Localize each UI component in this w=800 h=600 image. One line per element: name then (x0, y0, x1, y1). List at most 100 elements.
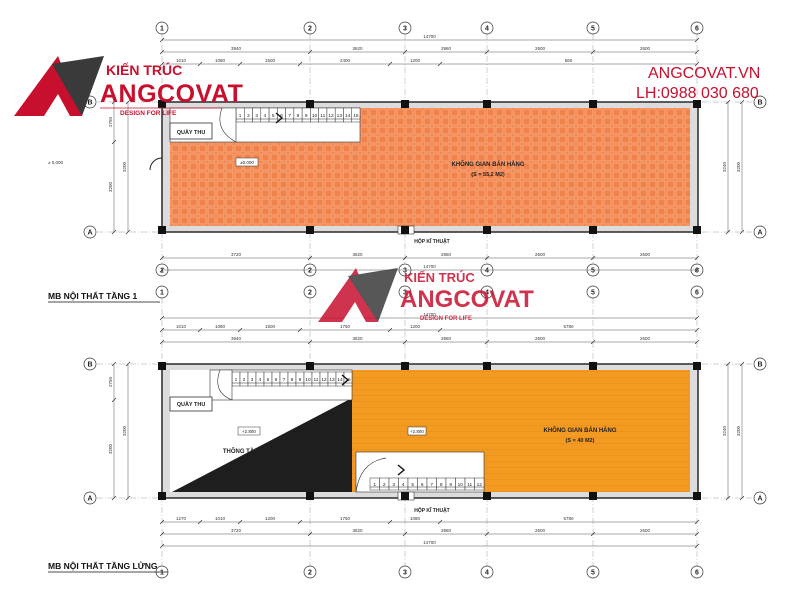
dim-side-right-p1-tick (725, 229, 731, 235)
grid-row-bubble-A (83, 225, 97, 239)
plan2-space-area: (S = 40 M2) (566, 438, 595, 444)
plan1-level-text: ±0.000 (240, 160, 254, 165)
dim-sub-p2-value: 1500 (265, 324, 276, 329)
dim-spans-mid-tick (307, 255, 313, 261)
dim-sub-top-tick (694, 61, 700, 67)
dim-sub-p2-bottom-value: 1750 (340, 516, 351, 521)
plan2-stair-step-number: 9 (299, 377, 302, 383)
dim-side-left-p2-tick (111, 361, 117, 367)
dim-sub-top-tick (197, 61, 203, 67)
plan2-stair-step-number: 10 (305, 377, 311, 383)
plan2-stair-step-number: 11 (314, 377, 319, 383)
dim-spans-p2-bottom-value: 2600 (640, 528, 651, 533)
dim-spans-top-value: 2960 (441, 46, 452, 51)
dim-spans-p2-bottom-value: 3620 (352, 528, 363, 533)
logo-mark-dark-icon (52, 56, 104, 116)
grid-bubble-3 (398, 21, 412, 35)
dim-sub-p2-value: 1080 (215, 324, 226, 329)
plan2-column (158, 492, 166, 500)
dim-spans-top-tick (694, 49, 700, 55)
plan2-stair2-step-number: 8 (440, 482, 443, 488)
plan1-column (401, 100, 409, 108)
grid-bubble-label-2: 2 (308, 268, 312, 275)
dim-spans-p2-tick (307, 339, 313, 345)
dim-sub-top-tick (297, 61, 303, 67)
plan2-stair2-step-number: 10 (458, 482, 464, 488)
plan1-stair-step-number: 1 (239, 113, 242, 119)
grid-bubble-4 (480, 21, 494, 35)
dim-spans-p2-value: 3620 (352, 336, 363, 341)
grid-bubble-label-5: 5 (591, 268, 595, 275)
dim-total-p2-tick (694, 315, 700, 321)
plan1-stair-step-number: 6 (280, 113, 283, 119)
dim-total-top-value: 14700 (423, 34, 436, 39)
grid-row-bubble-A (753, 225, 767, 239)
dim-spans-mid-tick (484, 255, 490, 261)
plan1-stair-step (351, 107, 361, 123)
dim-sub-p2-bottom-tick (197, 519, 203, 525)
dim-spans-p2-bottom-value: 2600 (535, 528, 546, 533)
plan1-stair-step-number: 4 (264, 113, 267, 119)
dim-side-right-p2-tick (725, 361, 731, 367)
grid-bubble-3 (398, 565, 412, 579)
grid-bubble-1 (155, 21, 169, 35)
plan1-columns (158, 100, 701, 234)
dim-sub-p2-value: 1750 (340, 324, 351, 329)
plan1-stair-step-number: 12 (328, 113, 334, 119)
dim-side-right-p2-total-tick (739, 495, 745, 501)
plan2-column (589, 492, 597, 500)
logo-mark-notch-icon (44, 94, 70, 116)
plan2-slab-edge (172, 398, 352, 492)
plan1-door-swing (149, 157, 163, 171)
plan1-tech-label: HỘP KĨ THUẬT (414, 237, 449, 245)
dim-side-right-p2-value: 3240 (722, 425, 727, 436)
plan2-stair-step-number: 2 (243, 377, 246, 383)
plan1-stair-step-number: 2 (247, 113, 250, 119)
grid-bubble-5 (586, 565, 600, 579)
dim-side-right-p1-total-tick (739, 99, 745, 105)
grid-row-bubble-B (83, 357, 97, 371)
dim-sub-p2-bottom-value: 1080 (410, 516, 421, 521)
dim-spans-mid-value: 3620 (352, 252, 363, 257)
grid-row-bubble-A (753, 491, 767, 505)
dim-total-mid-value: 14700 (423, 264, 436, 269)
dim-sub-p2-tick (297, 327, 303, 333)
dim-spans-p2-bottom-tick (590, 531, 596, 537)
grid-bubble-label-2: 2 (308, 290, 312, 297)
plan1-space-label: KHÔNG GIAN BÁN HÀNG (452, 160, 525, 168)
grid-bubble-label-4: 4 (485, 26, 489, 33)
dim-side-left-p2-value: 3200 (108, 443, 113, 454)
dim-spans-p2-value: 2600 (535, 336, 546, 341)
plan2-column (693, 362, 701, 370)
dim-sub-top-value: 2400 (340, 58, 351, 63)
grid-bubble-3 (398, 285, 412, 299)
grid-bubble-label-5: 5 (591, 570, 595, 577)
dim-side-right-p1-value: 3240 (722, 161, 727, 172)
plan2-stair-step-number: 4 (259, 377, 262, 383)
dim-sub-p2-bottom-tick (297, 519, 303, 525)
logo-mark-red-icon (14, 56, 82, 116)
logo-tagline: DESIGN FOR LIFE (120, 110, 177, 117)
plan2-level-tag (237, 426, 261, 436)
dim-side-left-p2-total-value: 3200 (122, 425, 127, 436)
plan1-column (483, 226, 491, 234)
plan1-column (306, 100, 314, 108)
grid-bubble-label-3: 3 (403, 570, 407, 577)
dim-sub-p2-bottom-value: 1270 (176, 516, 187, 521)
logo-line1: KIẾN TRÚC (106, 61, 182, 78)
grid-row-bubble-A (83, 491, 97, 505)
dim-spans-mid-tick (402, 255, 408, 261)
dim-total-p2-bottom-value: 14700 (423, 540, 436, 545)
grid-bubble-label-1: 1 (160, 26, 164, 33)
dim-spans-p2-value: 2600 (640, 336, 651, 341)
plan2-stair-step-number: 14 (337, 377, 343, 383)
grid-bubble-2 (303, 565, 317, 579)
grid-bubble-label-2: 2 (308, 26, 312, 33)
plan2-stair-step-number: 13 (329, 377, 335, 383)
plan2-column (401, 362, 409, 370)
grid-row-label-A: A (87, 496, 92, 503)
